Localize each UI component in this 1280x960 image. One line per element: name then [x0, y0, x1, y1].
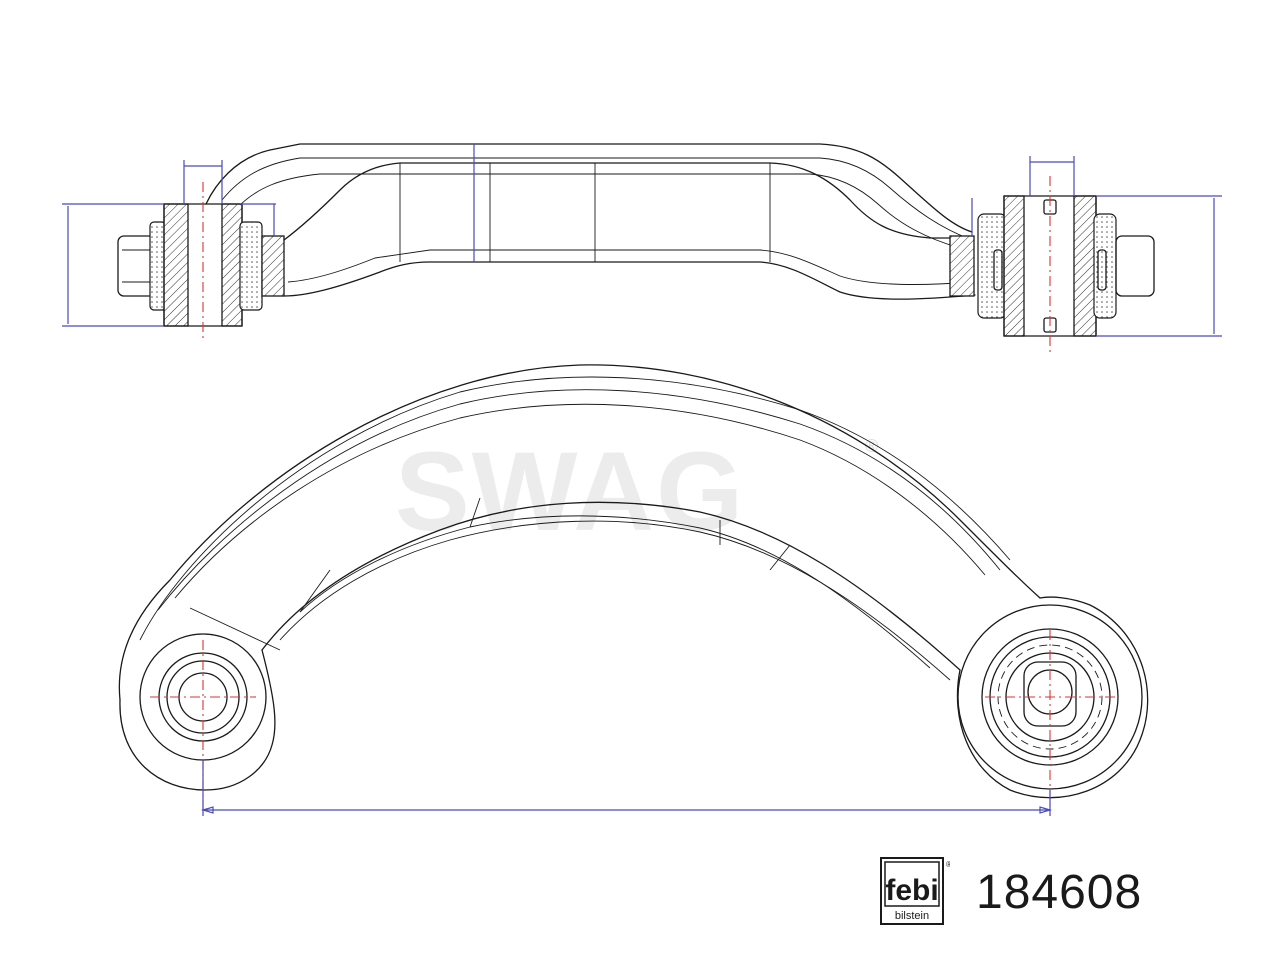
left-eye-outline — [119, 649, 276, 791]
logo-subtext: bilstein — [895, 910, 929, 922]
right-sleeve-outer — [1003, 195, 1025, 337]
right-eye-outline — [956, 596, 1149, 799]
febi-bilstein-logo: febi bilstein ® — [880, 857, 950, 925]
logo-registered-mark: ® — [946, 860, 950, 869]
brand-block: febi bilstein ® 184608 — [880, 855, 1143, 930]
logo-name: febi — [885, 874, 938, 907]
right-sleeve-inner — [1073, 195, 1097, 337]
part-number: 184608 — [976, 866, 1143, 919]
arm-outer-edge — [118, 364, 1041, 701]
right-eye-boss — [957, 604, 1143, 790]
bottom-view — [118, 364, 1149, 816]
left-rubber-bush-inner — [239, 221, 263, 311]
eye-spacing-dimension — [200, 760, 1053, 816]
left-sleeve-outer — [163, 203, 189, 327]
right-collar — [949, 235, 975, 297]
top-view-dimensions — [62, 144, 1222, 337]
arm-inner-edge — [261, 501, 961, 671]
left-sleeve-inner — [221, 203, 243, 327]
top-view — [62, 143, 1222, 352]
right-stub-end — [1115, 235, 1155, 297]
left-collar — [261, 235, 285, 297]
swag-watermark: SWAG ® — [395, 429, 878, 554]
watermark-text: SWAG — [395, 429, 745, 554]
right-rubber-bush-inner — [1093, 213, 1117, 319]
